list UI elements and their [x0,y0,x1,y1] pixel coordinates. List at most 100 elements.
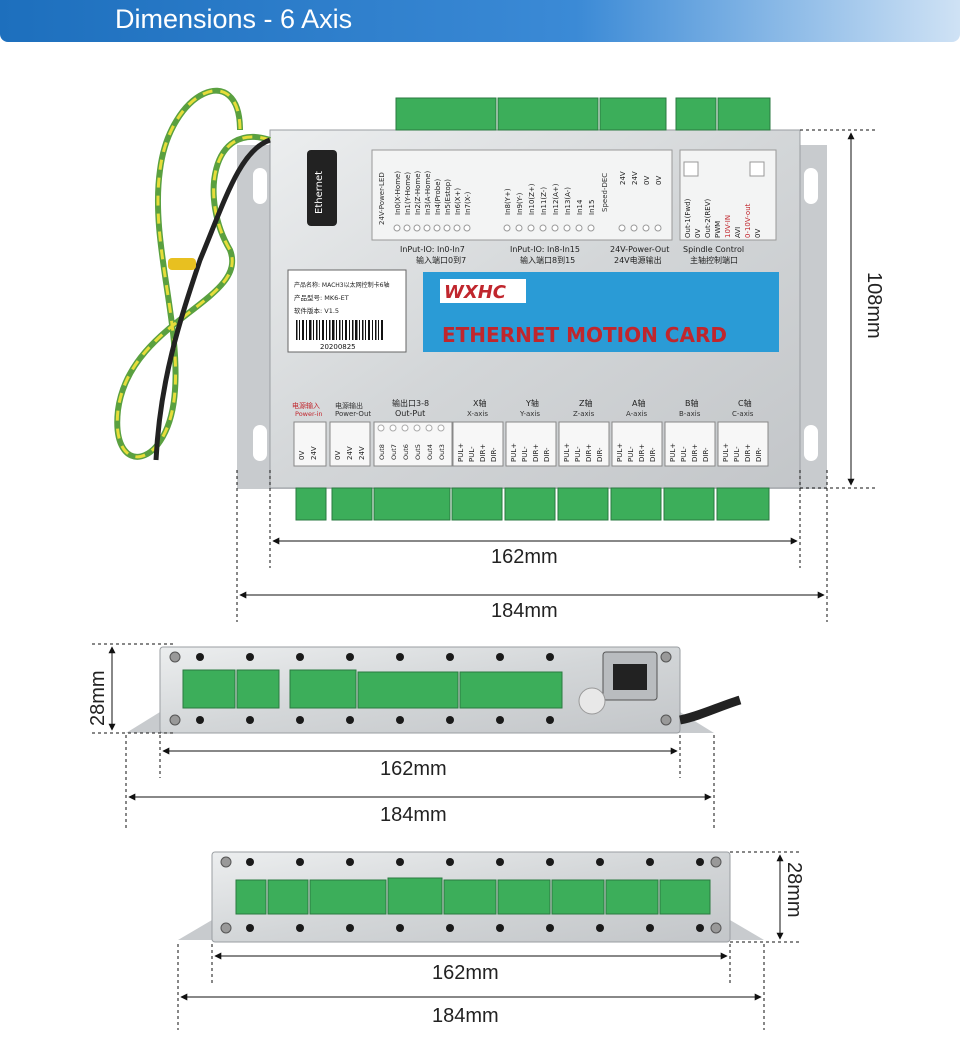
speed-dec-label: Speed-DEC [601,173,609,212]
side2-terminals [235,877,711,915]
input-pin-label: In11(Z-) [540,187,548,215]
vent-hole [596,924,604,932]
vent-hole [546,716,554,724]
axis-en-label: X-axis [467,410,488,418]
axis-pin-label: DIR- [755,447,763,462]
card-title: ETHERNET MOTION CARD [442,323,727,347]
axis-cn-label: B轴 [685,398,699,408]
axis-pin-label: PUL- [680,446,688,462]
header-pin [503,224,511,232]
side-view-1 [126,646,742,734]
logo: WXHC [444,282,507,303]
axis-pin-label: PUL+ [616,443,624,462]
header-pin [389,424,397,432]
axis-cn-label: X轴 [473,398,486,408]
ethernet-port [307,150,337,226]
input-pin-label: In12(A+) [552,183,560,215]
header-pin [453,224,461,232]
power-out-bottom-en: Power-Out [335,410,371,418]
vent-hole [496,924,504,932]
vent-hole [296,716,304,724]
vent-hole [246,924,254,932]
jumper [749,161,765,177]
header-pin [401,424,409,432]
axis-pin-label: DIR+ [585,444,593,462]
axis-pin-label: PUL- [733,446,741,462]
vent-hole [446,653,454,661]
axis-pin-label: PUL+ [563,443,571,462]
input-pin-label: In3(A-Home) [424,170,432,215]
sticker [578,687,606,715]
banner-title: Dimensions - 6 Axis [115,4,353,34]
power-out-pin-label: 24V [631,171,639,185]
axis-pin-label: PUL- [574,446,582,462]
spindle-pin-label: PWM [714,221,722,238]
side2-outer-width-label: 184mm [432,1005,499,1027]
power-out-bottom-pin-label: 24V [346,446,354,460]
wire-tie [168,258,196,270]
header-pin [437,424,445,432]
axis-en-label: Y-axis [519,410,540,418]
axis-pin-label: PUL- [627,446,635,462]
axis-pin-label: PUL+ [457,443,465,462]
input-pins-group-a: In0(X-Home)In1(Y-Home)In2(Z-Home)In3(A-H… [393,170,472,232]
axis-cn-label: Z轴 [579,398,592,408]
input-pin-label: In0(X-Home) [394,171,402,215]
side1-outer-width-label: 184mm [380,804,447,826]
mount-slot [804,168,818,204]
input-group-b-cn: 输入端口8到15 [520,255,575,265]
header-pin [393,224,401,232]
input-pin-label: In7(X-) [464,191,472,215]
power-in-cn: 电源输入 [292,401,320,410]
screw [710,856,722,868]
vent-hole [546,653,554,661]
vent-hole [546,858,554,866]
jumper [683,161,699,177]
vent-hole [296,653,304,661]
axis-cn-label: C轴 [738,398,752,408]
axis-pin-label: DIR+ [532,444,540,462]
vent-hole [346,653,354,661]
vent-hole [496,653,504,661]
output-cn: 输出口3-8 [392,398,429,408]
input-pin-label: In10(Z+) [528,183,536,215]
wire-sleeve [153,137,271,461]
power-out-bottom-pin-label: 0V [334,451,342,460]
logo-box [440,279,526,303]
header-pin [642,224,650,232]
top-dimension-lines [236,129,878,622]
axis-terminal-box [717,421,769,467]
spindle-en: Spindle Control [683,245,744,254]
power-out-pin-label: 24V [619,171,627,185]
axis-pin-label: PUL+ [669,443,677,462]
input-pin-label: In9(Y-) [516,192,524,215]
header-pin [575,224,583,232]
bottom-header-strip: 电源输入 Power-in 电源输出 Power-Out 输出口3-8 Out-… [292,398,769,467]
vent-hole [446,716,454,724]
output-en: Out-Put [395,409,425,418]
header-pin [515,224,523,232]
axis-terminals: X轴X-axisPUL+PUL-DIR+DIR-Y轴Y-axisPUL+PUL-… [452,398,769,467]
axis-en-label: Z-axis [573,410,595,418]
vent-hole [496,858,504,866]
spindle-pin-label: Out-2(REV) [704,199,712,238]
header-pin [413,424,421,432]
axis-en-label: C-axis [732,410,754,418]
axis-pin-label: DIR+ [638,444,646,462]
spindle-pin-label: AVI [734,227,742,238]
vent-hole [446,924,454,932]
vent-hole [246,858,254,866]
side2-height-label: 28mm [783,862,805,918]
input-group-a-cn: 输入端口0到7 [416,255,466,265]
header-pin [425,424,433,432]
label-serial: 20200825 [320,343,356,351]
screw [660,714,672,726]
side1-terminals [182,669,563,709]
side-view-2 [178,851,764,943]
vent-hole [396,653,404,661]
power-out-en: 24V-Power-Out [610,245,669,254]
input-pin-label: In6(X+) [454,188,462,215]
axis-cn-label: Y轴 [525,398,539,408]
